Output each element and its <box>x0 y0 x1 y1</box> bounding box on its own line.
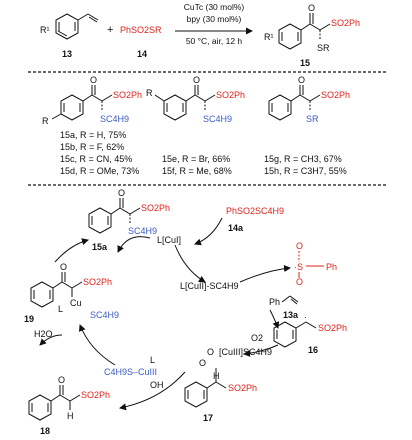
mech-19-label: 19 <box>24 314 34 324</box>
mech-copper-complex-19 <box>30 272 83 308</box>
mech-19-so2ph: SO2Ph <box>83 277 112 287</box>
water-byproduct: H2O <box>34 329 53 339</box>
mech-19-ligand: L <box>58 304 63 314</box>
mech-17-label: 17 <box>203 413 213 423</box>
mech-19-cu-iii: Cu <box>70 298 82 308</box>
scope-structure-sr <box>268 85 321 121</box>
mech-16-label: 16 <box>308 345 318 355</box>
temperature-condition: 50 °C, air, 12 h <box>186 36 243 46</box>
styrene-structure <box>55 13 99 40</box>
scope-structure-para <box>51 85 113 121</box>
mech-17-so2ph: SO2Ph <box>228 383 257 393</box>
scope-o-1: O <box>90 75 97 85</box>
peroxo-o-2: O <box>199 358 206 368</box>
product-sr: SR <box>317 43 330 53</box>
mech-13a-label: 13a <box>283 310 299 320</box>
mech-ketone-18 <box>28 385 81 421</box>
mech-15a-label: 15a <box>92 242 108 252</box>
reaction-equation: R¹ 13 + PhSO2SR 14 CuTc (30 mol%) bpy (3… <box>40 2 360 68</box>
compound-14-label: 14 <box>137 49 147 59</box>
scope-r-1: R <box>42 116 49 126</box>
mech-styrene-13a: Ph 13a <box>269 295 299 320</box>
mech-19-o: O <box>60 262 67 272</box>
svg-text:·S: ·S <box>294 262 303 272</box>
compound-15-label: 15 <box>300 58 310 68</box>
sulfonyl-radical: O O ·S Ph <box>294 241 337 287</box>
ligand-condition: bpy (30 mol%) <box>187 14 242 24</box>
product-r1: R¹ <box>264 32 274 42</box>
substrate-scope: O R SO2Ph SC4H9 O R SO2Ph SC4H9 <box>42 75 350 176</box>
copper-iii-peroxo: [CuIII]SC4H9 <box>219 347 272 357</box>
yield-15b: 15b, R = F, 62% <box>60 142 124 152</box>
svg-text:Ph: Ph <box>269 297 280 307</box>
r1-label: R¹ <box>40 25 50 35</box>
yield-15h: 15h, R = C3H7, 55% <box>264 166 347 176</box>
scope-so2ph-2: SO2Ph <box>216 90 245 100</box>
catalyst-condition: CuTc (30 mol%) <box>184 2 245 12</box>
peroxo-o-1: O <box>207 347 214 357</box>
mechanism: O SO2Ph SC4H9 15a PhSO2SC4H9 14a L[CuI] … <box>24 188 347 436</box>
svg-text:Ph: Ph <box>326 262 337 272</box>
cu-hydroxide-oh: OH <box>150 380 164 390</box>
mech-15a-sc4h9: SC4H9 <box>128 226 157 236</box>
mech-16-so2ph: SO2Ph <box>318 323 347 333</box>
scope-o-2: O <box>193 75 200 85</box>
mech-15a-so2ph: SO2Ph <box>141 203 170 213</box>
copper-ii-species: L[CuII]-SC4H9 <box>180 281 239 291</box>
product-so2ph: SO2Ph <box>331 18 360 28</box>
mech-17-h: H <box>213 371 220 381</box>
mech-15a-structure <box>88 198 141 234</box>
yield-15d: 15d, R = OMe, 73% <box>60 166 139 176</box>
catalytic-cycle-arrows <box>39 217 291 411</box>
mech-18-h: H <box>67 411 74 421</box>
mech-reagent-14a: PhSO2SC4H9 <box>226 206 284 216</box>
svg-text:O: O <box>296 241 303 251</box>
compound-13-label: 13 <box>62 49 72 59</box>
product-15-structure <box>278 13 331 50</box>
scope-structure-meta <box>154 85 216 121</box>
mech-radical-16 <box>273 321 317 348</box>
reagent-14: PhSO2SR <box>120 25 162 35</box>
svg-text:O: O <box>296 277 303 287</box>
mech-15a-o: O <box>118 188 125 198</box>
mech-18-label: 18 <box>40 426 50 436</box>
yield-15g: 15g, R = CH3, 67% <box>264 154 342 164</box>
mech-18-so2ph: SO2Ph <box>81 390 110 400</box>
copper-iii-hydroxide: C4H9S–CuIII <box>104 367 157 377</box>
plus-sign: + <box>107 24 113 36</box>
mech-18-o: O <box>58 375 65 385</box>
yield-15f: 15f, R = Me, 68% <box>162 166 232 176</box>
mech-19-sc4h9: SC4H9 <box>90 310 119 320</box>
scope-so2ph-1: SO2Ph <box>113 90 142 100</box>
cu-ligand-l-1: L <box>150 355 155 365</box>
scope-sc4h9-1: SC4H9 <box>100 114 129 124</box>
scope-r-2: R <box>146 88 153 98</box>
mech-intermediate-17 <box>184 368 227 408</box>
yield-15a: 15a, R = H, 75% <box>60 130 126 140</box>
product-carbonyl-o: O <box>308 3 315 13</box>
yield-15e: 15e, R = Br, 66% <box>162 154 230 164</box>
radical-dot-16: · <box>304 312 307 322</box>
scope-so2ph-3: SO2Ph <box>321 90 350 100</box>
mech-14a-label: 14a <box>228 223 244 233</box>
copper-i-catalyst: L[CuI] <box>157 235 181 245</box>
scope-sc4h9-2: SC4H9 <box>203 114 232 124</box>
yield-15c: 15c, R = CN, 45% <box>60 154 132 164</box>
scope-sr-3: SR <box>306 114 319 124</box>
oxygen-reagent: O2 <box>251 333 263 343</box>
scope-o-3: O <box>298 75 305 85</box>
